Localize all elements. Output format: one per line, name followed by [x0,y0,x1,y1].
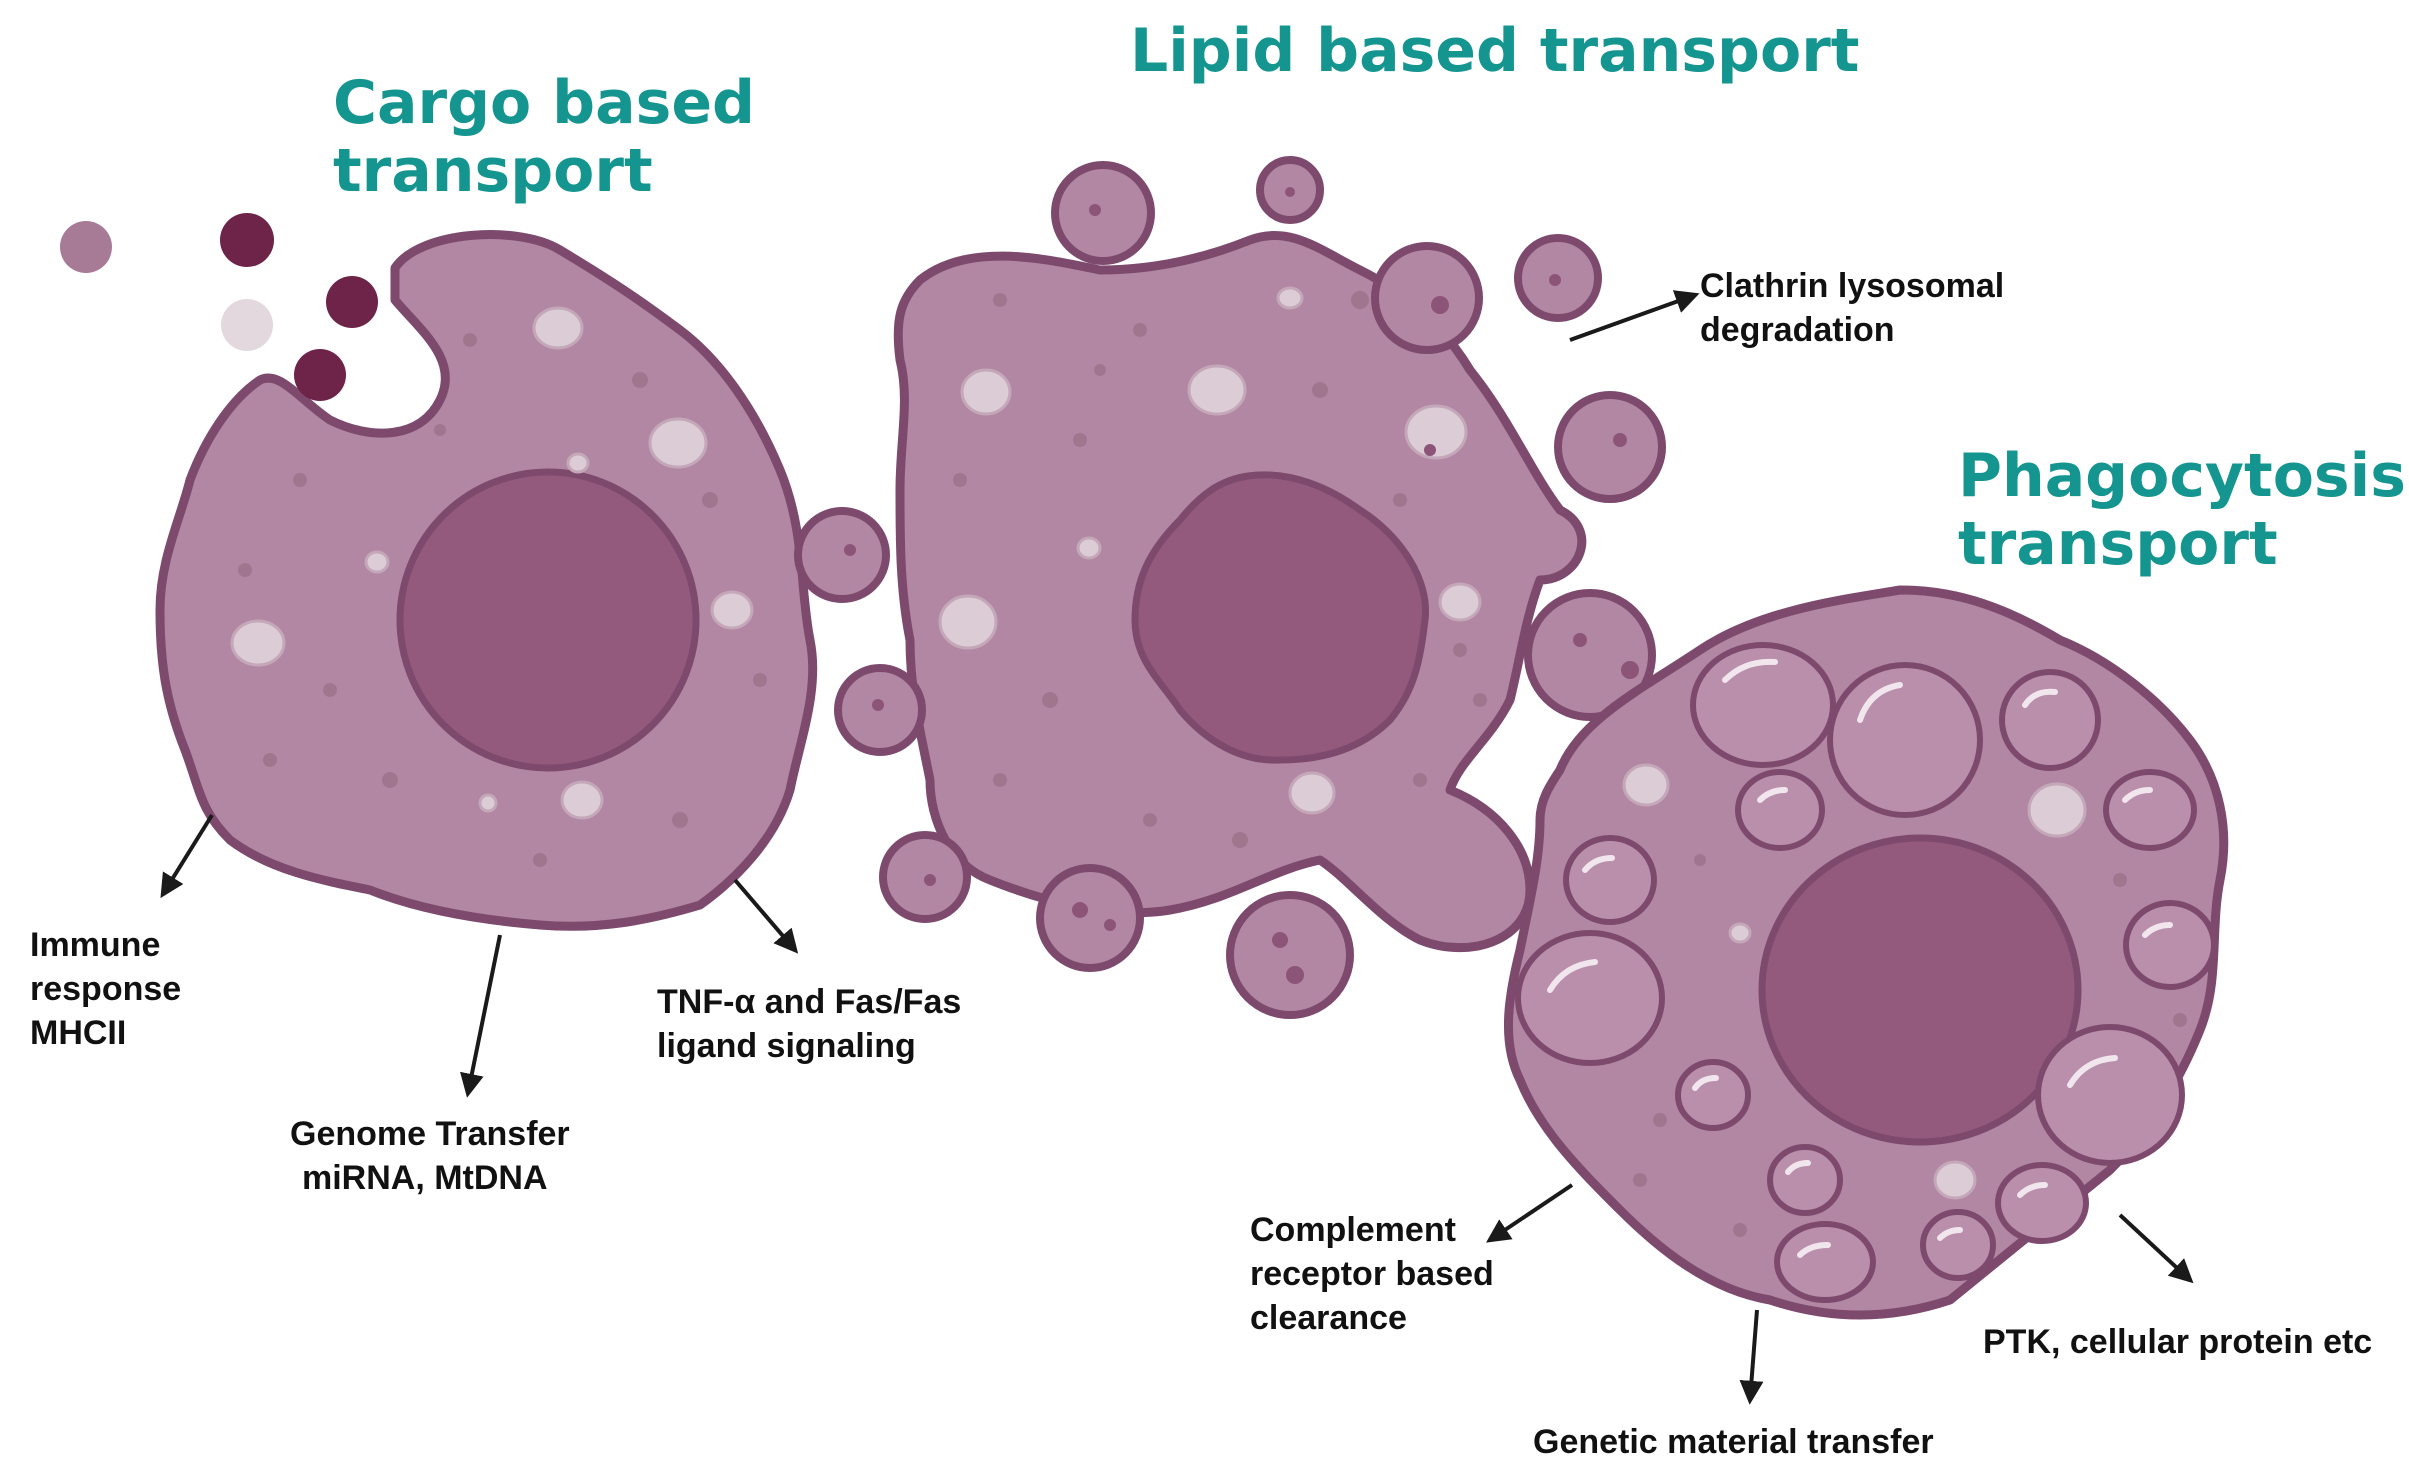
label-complement: Complement receptor based clearance [1250,1208,1494,1341]
label-immune: Immune response MHCII [30,923,181,1056]
label-line: receptor based [1250,1255,1494,1294]
label-genome: Genome Transfer miRNA, MtDNA [290,1112,570,1200]
phagosome [2035,1024,2185,1166]
exosome [794,507,890,603]
phagosome [2123,900,2217,990]
heading-line: Lipid based transport [1130,16,1860,86]
phagosome [1675,1059,1751,1131]
particle [326,276,378,328]
label-line: response [30,970,182,1009]
phagosome-highlights [1547,658,2173,1258]
phagosome [1920,1209,1996,1281]
label-line: TNF-α and Fas/Fas [657,983,962,1021]
phagosome [1515,930,1665,1066]
phagosome [1767,1144,1843,1216]
exosome [1036,864,1144,972]
heading-line: Phagocytosis [1958,441,2406,511]
phagosome [1774,1221,1876,1303]
arrow-clathrin [1569,290,1700,342]
heading-line: transport [333,135,653,206]
label-line: Immune [30,926,161,964]
label-line: Genome Transfer [290,1115,570,1153]
cargo-vesicles [230,306,754,820]
arrow-complement [1486,1183,1574,1243]
cargo-nucleus [396,468,700,772]
heading-line: transport [1958,508,2278,579]
exosome [1554,391,1666,503]
cargo-particles [60,213,378,401]
particle [220,213,274,267]
cargo-cell [60,213,818,931]
label-line: clearance [1250,1299,1407,1338]
cargo-granules [238,333,767,867]
label-clathrin: Clathrin lysosomal degradation [1700,264,2004,352]
arrow-genome [460,934,502,1098]
label-line: PTK, cellular protein etc [1983,1323,2373,1361]
phagosome [1827,662,1983,818]
heading-line: Cargo based [333,68,755,138]
lipid-cell [893,231,1587,953]
phagosome [1995,1162,2089,1244]
particle [60,221,112,273]
lipid-vesicles [938,286,1482,815]
label-line: degradation [1700,311,1895,350]
label-line: ligand signaling [657,1027,916,1066]
arrow-ptk [2118,1213,2194,1284]
lipid-nucleus [1131,471,1430,764]
arrows [160,290,2194,1405]
arrow-tnf [733,878,799,954]
phagosome [1999,669,2101,771]
label-line: miRNA, MtDNA [302,1159,548,1198]
exosome [1371,242,1483,354]
heading-lipid: Lipid based transport [1130,16,1860,86]
phago-nucleus [1758,834,2082,1146]
label-line: MHCII [30,1014,127,1053]
lipid-granules [953,291,1487,848]
phagosome [1735,769,1825,851]
exosome [1226,891,1354,1019]
particle [221,299,273,351]
exosome [1051,161,1155,265]
exosome-dots [844,187,1639,984]
label-genetic: Genetic material transfer [1533,1420,1934,1464]
phagosomes [1515,642,2217,1303]
phago-vesicles [1622,763,2087,1200]
exosome-bubbles [794,156,1666,1019]
label-line: Genetic material transfer [1533,1423,1934,1461]
label-tnf: TNF-α and Fas/Fas ligand signaling [657,980,961,1068]
phago-granules [1633,854,2187,1237]
phagosome [2103,769,2197,851]
phagosome [1563,835,1657,925]
arrow-genetic [1739,1309,1764,1405]
label-line: Clathrin lysosomal [1700,267,2005,305]
label-line: Complement [1250,1211,1456,1249]
label-ptk: PTK, cellular protein etc [1983,1320,2372,1364]
arrow-immune [160,813,214,899]
particle [294,349,346,401]
phago-cell [1503,585,2229,1320]
heading-cargo: Cargo based transport [333,68,755,206]
heading-phago: Phagocytosis transport [1958,441,2406,579]
exosome [1524,589,1656,721]
